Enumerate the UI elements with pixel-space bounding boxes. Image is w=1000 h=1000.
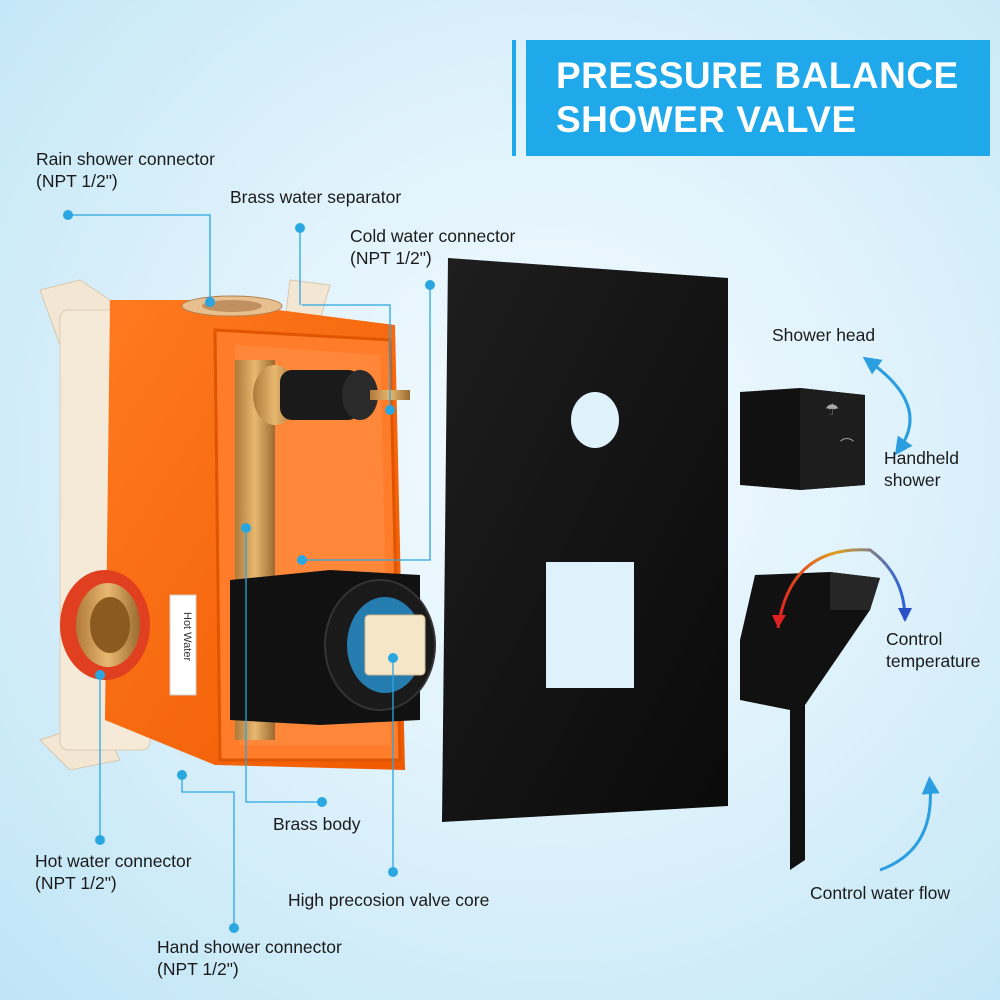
callout-lines [68,214,431,928]
diverter-arrow [862,356,913,456]
trim-plate [442,258,728,822]
brass-separator-label: Brass water separator [230,186,401,208]
rain-connector-label: Rain shower connector (NPT 1/2") [36,148,215,192]
rain-connector-line2: (NPT 1/2") [36,171,118,191]
brass-separator-line1: Brass water separator [230,187,402,207]
control-temperature-line1: Control [886,629,943,649]
valve-core-label: High precosion valve core [288,889,489,911]
hot-connector-line1: Hot water connector [35,851,192,871]
diverter-knob: ☂ ⌒ [740,388,865,490]
title-banner: PRESSURE BALANCE SHOWER VALVE [526,40,990,156]
callout-dots [63,210,435,933]
control-temperature-line2: temperature [886,651,981,671]
title-line-2: SHOWER VALVE [556,99,857,140]
cold-connector-line2: (NPT 1/2") [350,248,432,268]
temperature-arrow-cold [898,608,912,622]
flow-arrow [879,776,940,872]
svg-text:☂: ☂ [825,400,839,419]
handheld-label: Handheld shower [884,447,959,491]
cold-connector-line1: Cold water connector [350,226,516,246]
control-flow-label: Control water flow [810,882,950,904]
hot-connector-line2: (NPT 1/2") [35,873,117,893]
cold-connector-label: Cold water connector (NPT 1/2") [350,225,515,269]
cartridge-block [230,570,436,725]
handheld-line2: shower [884,470,941,490]
shower-head-text: Shower head [772,325,876,345]
control-flow-text: Control water flow [810,883,951,903]
brass-body-label: Brass body [273,813,361,835]
hot-connector-label: Hot water connector (NPT 1/2") [35,850,192,894]
brass-body-line1: Brass body [273,814,361,834]
temperature-arc [776,548,907,629]
hand-connector-line2: (NPT 1/2") [157,959,239,979]
box-hot-water-label: Hot Water [181,612,193,661]
hot-water-inlet [60,570,197,696]
hand-connector-label: Hand shower connector (NPT 1/2") [157,936,342,980]
rain-connector-line1: Rain shower connector [36,149,215,169]
handheld-line1: Handheld [884,448,959,468]
shower-head-label: Shower head [772,324,875,346]
hand-connector-line1: Hand shower connector [157,937,342,957]
control-temperature-label: Control temperature [886,628,980,672]
handle-lever [740,572,880,870]
svg-text:⌒: ⌒ [840,438,854,454]
valve-core-line1: High precosion valve core [288,890,490,910]
temperature-arrow-hot [772,615,786,628]
title-line-1: PRESSURE BALANCE [556,55,959,96]
banner-accent-bar [512,40,516,156]
